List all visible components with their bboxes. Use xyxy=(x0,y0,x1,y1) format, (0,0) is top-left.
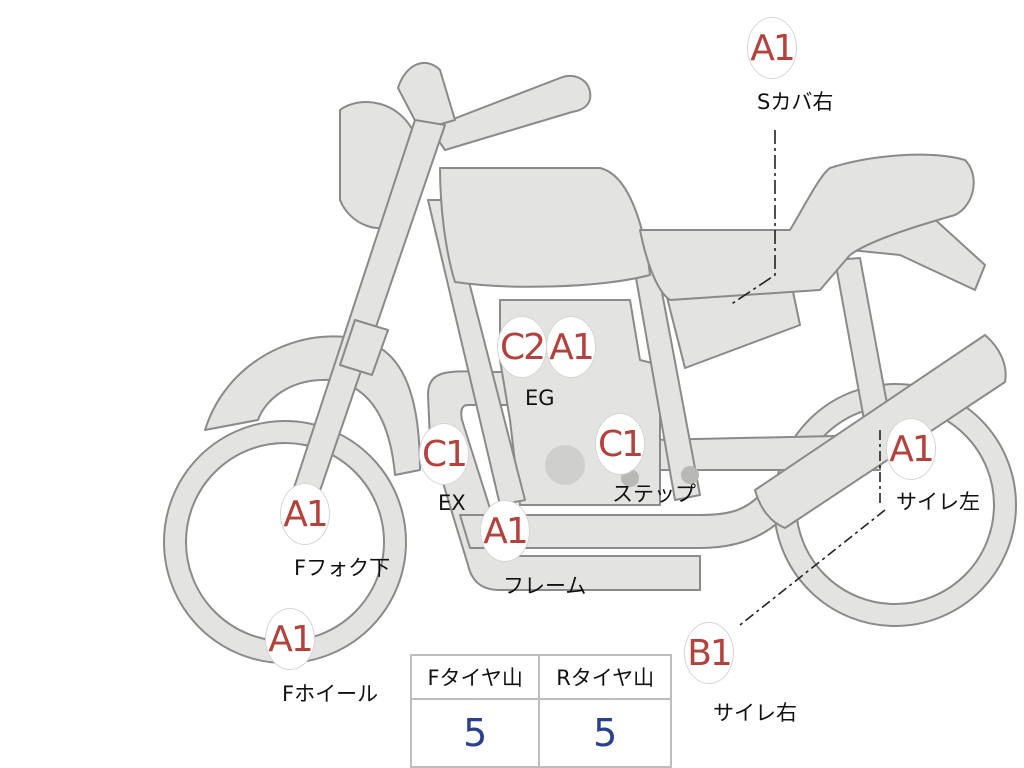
grade-marker-step: C1 xyxy=(595,413,645,475)
header-front-tire: Fタイヤ山 xyxy=(409,654,541,700)
grade-marker-scover-right: A1 xyxy=(747,17,797,79)
value-front-tire: 5 xyxy=(409,698,541,768)
grade-marker-engine-c2: C2 xyxy=(497,316,547,378)
value-rear-tire: 5 xyxy=(538,698,672,768)
grade-marker-exhaust: C1 xyxy=(419,423,469,485)
grade-marker-engine-a1: A1 xyxy=(546,316,596,378)
table-row: 5 5 xyxy=(409,698,672,768)
label-scover-right: Sカバ右 xyxy=(757,90,834,114)
label-step: ステップ xyxy=(612,482,696,506)
grade-marker-fork-lower: A1 xyxy=(280,483,330,545)
tire-tread-table: Fタイヤ山 Rタイヤ山 5 5 xyxy=(409,654,672,768)
grade-marker-muffler-left: A1 xyxy=(886,418,936,480)
table-header-row: Fタイヤ山 Rタイヤ山 xyxy=(409,654,672,700)
label-fork-lower: Fフォク下 xyxy=(294,556,391,580)
grade-marker-muffler-right: B1 xyxy=(684,622,734,684)
label-engine: EG xyxy=(525,386,555,410)
header-rear-tire: Rタイヤ山 xyxy=(538,654,672,700)
label-muffler-right: サイレ右 xyxy=(713,701,797,725)
label-exhaust: EX xyxy=(438,491,466,515)
grade-marker-front-wheel: A1 xyxy=(265,608,315,670)
label-frame: フレーム xyxy=(503,574,587,598)
label-front-wheel: Fホイール xyxy=(282,682,379,706)
grade-marker-frame: A1 xyxy=(480,500,530,562)
label-muffler-left: サイレ左 xyxy=(896,490,980,514)
